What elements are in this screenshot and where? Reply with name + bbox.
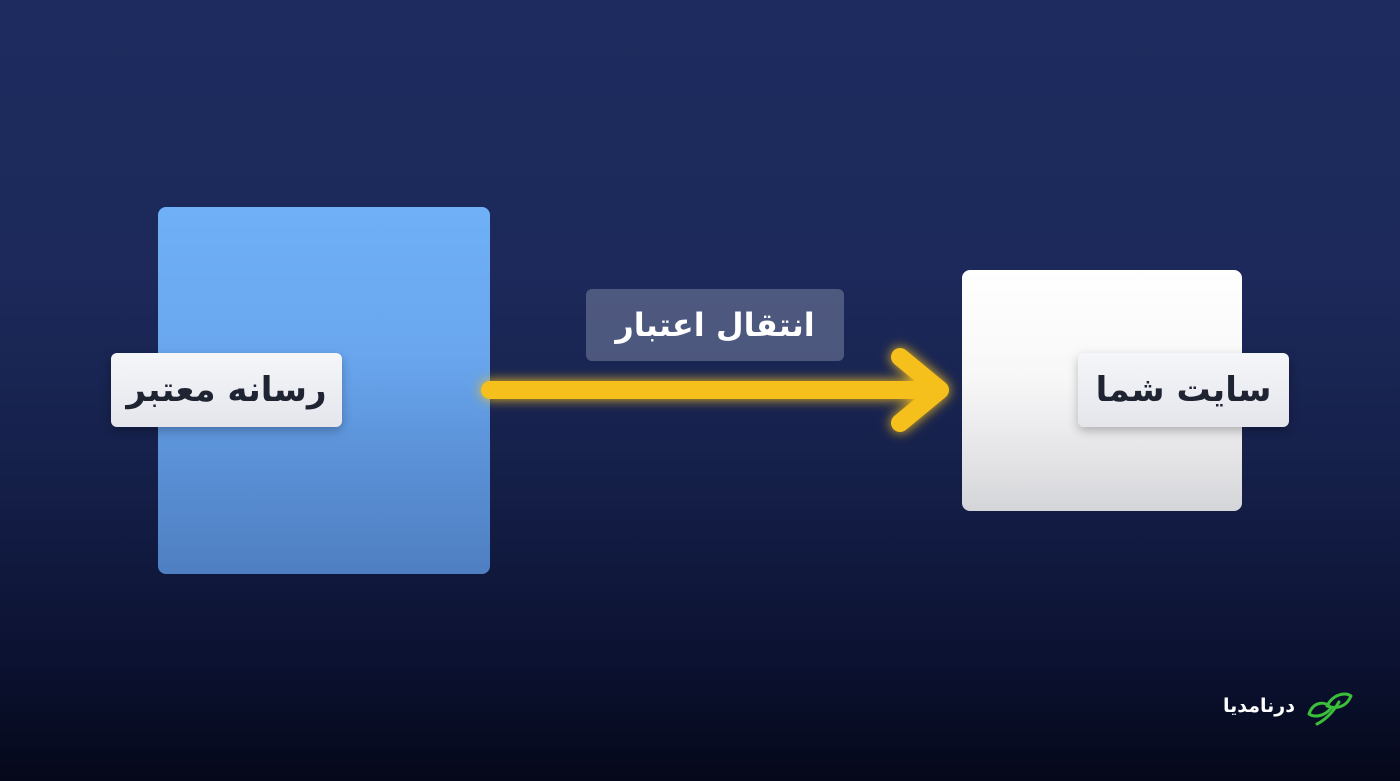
target-label: سایت شما xyxy=(1078,353,1289,427)
source-label: رسانه معتبر xyxy=(111,353,342,427)
arrow-label: انتقال اعتبار xyxy=(586,289,844,361)
arrow-shape xyxy=(481,348,949,432)
brand-name: درنامدیا xyxy=(1223,695,1295,717)
leaf-logo-icon xyxy=(1307,692,1353,726)
brand-watermark: درنامدیا xyxy=(1205,680,1355,732)
